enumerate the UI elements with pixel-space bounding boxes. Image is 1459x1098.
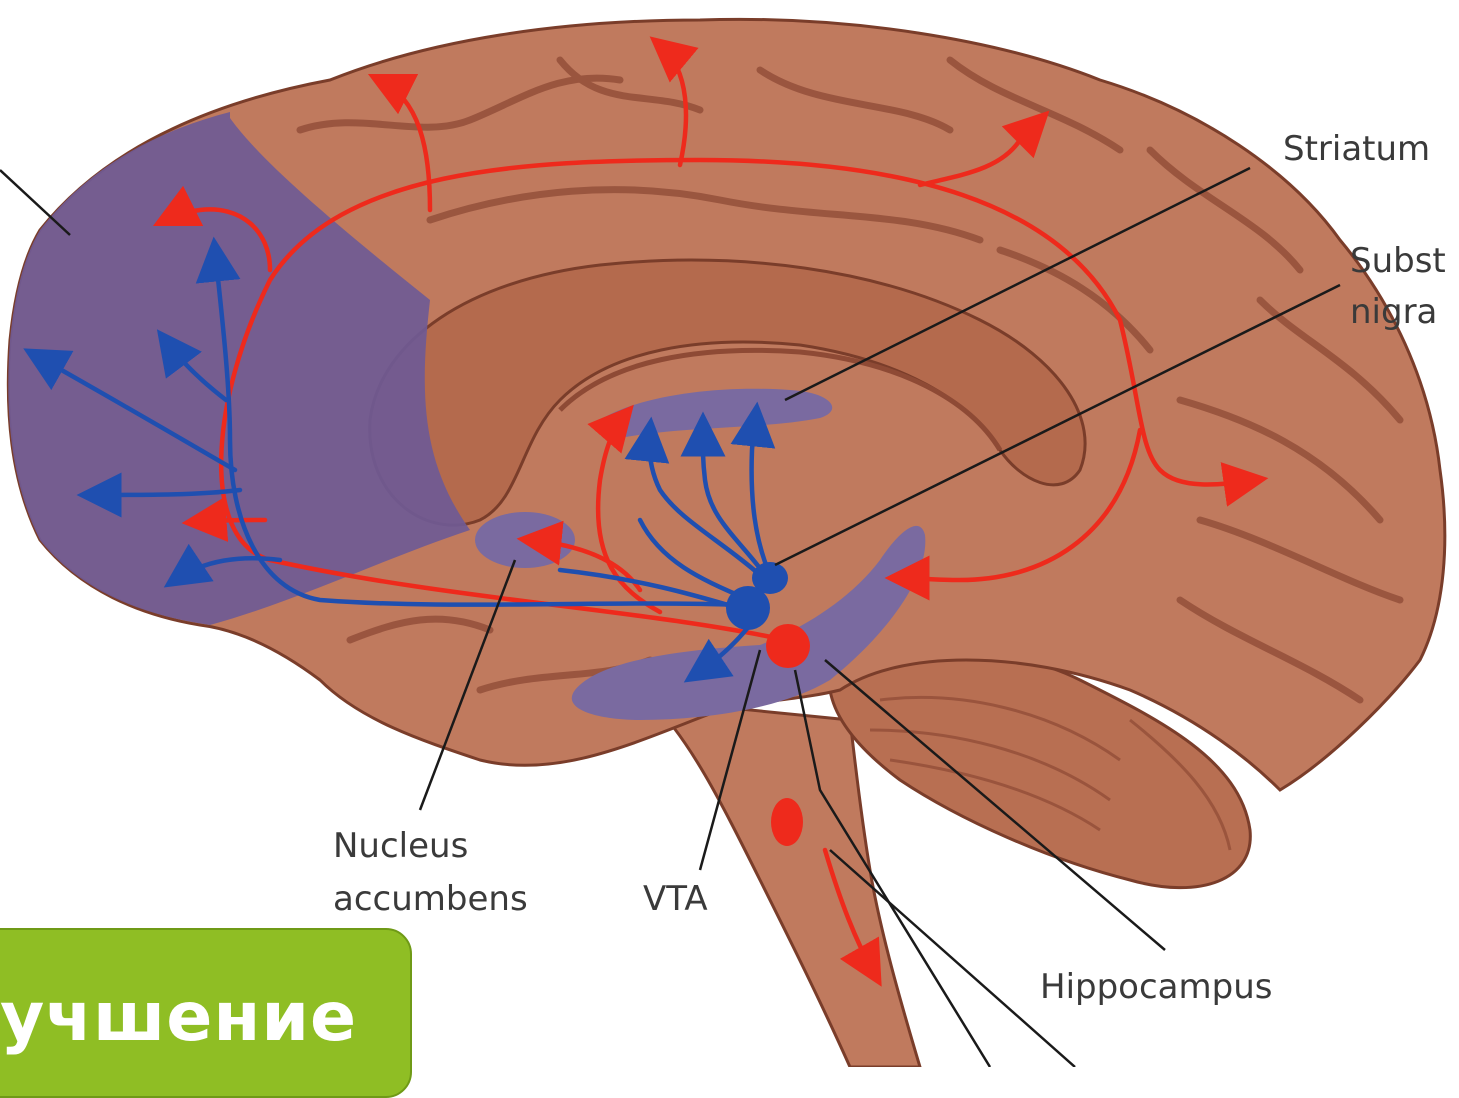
label-substantia-line1: Subst [1350,241,1446,281]
label-vta: VTA [643,879,708,919]
label-substantia-line2: nigra [1350,292,1437,332]
banner-title: учшение [0,978,357,1057]
label-striatum: Striatum [1283,129,1430,169]
vta-dot [766,624,810,668]
nucleus-accumbens-region [475,512,575,568]
label-nucleus-line1: Nucleus [333,826,468,866]
label-hippocampus: Hippocampus [1040,967,1272,1007]
vta-blue-dot [726,586,770,630]
label-nucleus-line2: accumbens [333,879,528,919]
raphe-dot [771,798,803,846]
brain-diagram: Striatum Subst nigra Nucleus accumbens V… [0,0,1459,1067]
